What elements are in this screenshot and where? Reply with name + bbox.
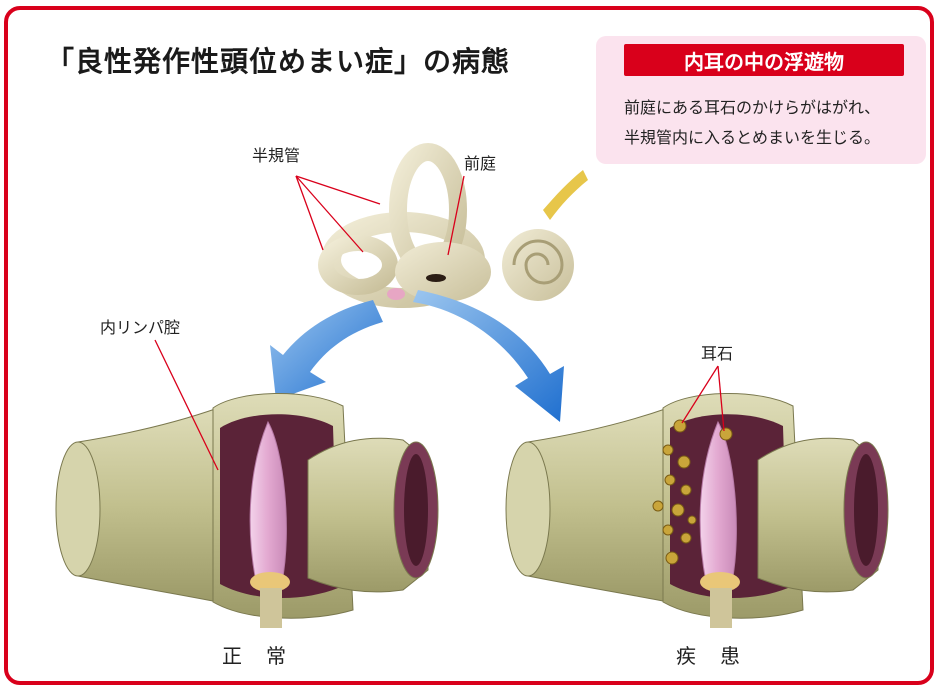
info-box: 内耳の中の浮遊物 前庭にある耳石のかけらがはがれ、 半規管内に入るとめまいを生じ… (596, 36, 926, 164)
info-text-line-1: 前庭にある耳石のかけらがはがれ、 (624, 94, 880, 118)
ampulla-diseased (506, 393, 888, 628)
label-vestibule: 前庭 (464, 150, 496, 174)
arrow-to-diseased (413, 290, 564, 422)
diagram-frame: 「良性発作性頭位めまい症」の病態 内耳の中の浮遊物 前庭にある耳石のかけらがはが… (4, 6, 934, 685)
nerve-bundle (543, 170, 588, 220)
info-text-line-2: 半規管内に入るとめまいを生じる。 (624, 124, 880, 148)
label-otolith: 耳石 (701, 340, 733, 364)
page-title: 「良性発作性頭位めまい症」の病態 (46, 40, 510, 80)
label-semicircular-canals: 半規管 (252, 142, 300, 166)
vestibule-body (395, 242, 491, 302)
inner-ear-illustration (326, 152, 588, 302)
label-endolymph-space: 内リンパ腔 (100, 314, 180, 338)
caption-normal: 正 常 (222, 640, 288, 669)
ampulla (387, 288, 405, 300)
ampulla-normal (56, 393, 438, 628)
oval-window (426, 274, 446, 282)
arrow-to-normal (270, 300, 383, 400)
info-heading: 内耳の中の浮遊物 (624, 44, 904, 76)
caption-diseased: 疾 患 (676, 640, 742, 669)
